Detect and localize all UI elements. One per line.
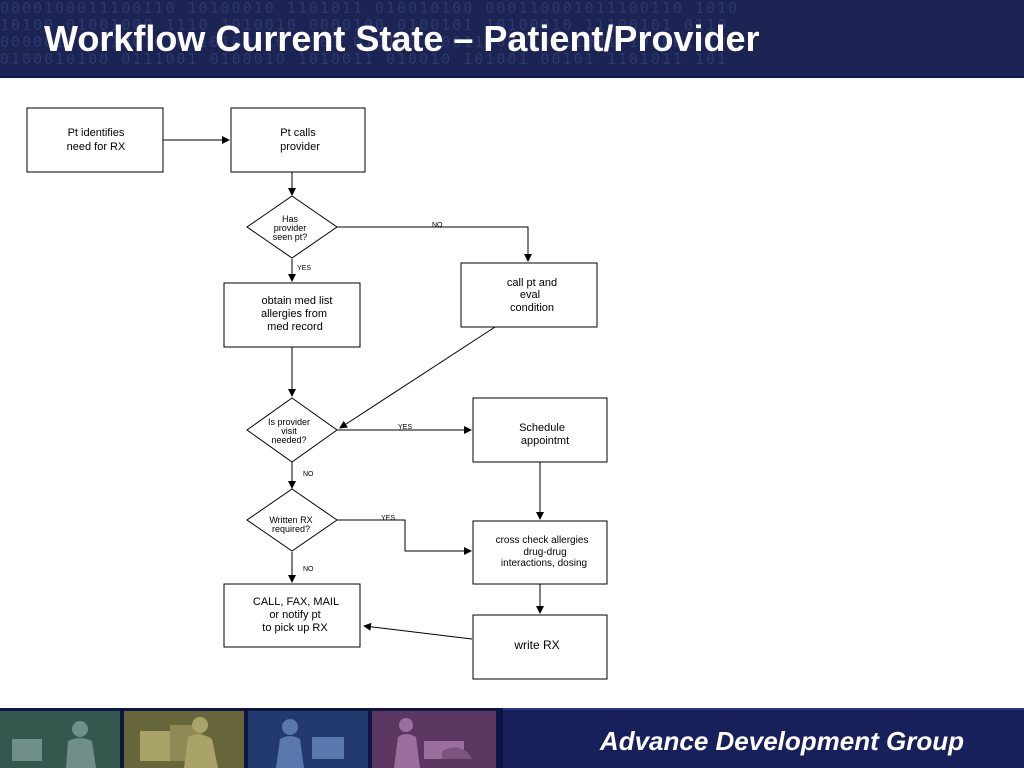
arrow-no-to-call-pt (337, 226, 532, 262)
edge-label-yes: YES (297, 265, 311, 272)
edge-label-no: NO (303, 471, 314, 478)
box-obtain-med-list (223, 282, 361, 348)
node-text: provider (280, 141, 320, 153)
office-worker-tile (372, 711, 496, 768)
node-text: Pt calls (280, 127, 316, 139)
box-call-pt-eval (460, 262, 598, 328)
edge-label-no: NO (432, 222, 443, 229)
slide-title: Workflow Current State – Patient/Provide… (44, 18, 760, 59)
node-text: appointmt (521, 435, 569, 447)
decision-visit-needed (246, 397, 338, 463)
node-text: Has (282, 214, 299, 224)
node-text: cross check allergies (496, 535, 589, 546)
decision-written-rx-required (246, 488, 338, 552)
node-text: Schedule (519, 422, 565, 434)
header-divider (0, 76, 1024, 78)
box-pt-calls (230, 107, 366, 173)
box-pt-identifies (26, 107, 164, 173)
node-text: CALL, FAX, MAIL (253, 596, 339, 608)
node-text: obtain med list (262, 295, 333, 307)
node-text: Pt identifies (68, 127, 125, 139)
node-text: need for RX (67, 141, 126, 153)
node-text: provider (274, 223, 307, 233)
arrow-write-to-call-fax (363, 622, 473, 640)
computer-user-tile (248, 711, 368, 768)
node-text: eval (520, 289, 540, 301)
edge-label-yes: YES (398, 424, 412, 431)
edge-label-yes: YES (381, 515, 395, 522)
footer-brand-text: Advance Development Group (599, 726, 964, 756)
node-text: seen pt? (273, 232, 308, 242)
node-text: write RX (513, 638, 559, 652)
box-schedule-appointment (472, 397, 608, 463)
node-text: call pt and (507, 277, 557, 289)
binary-row: 10100 01001000 1110 1010010 0000100 0100… (0, 16, 729, 34)
seated-person-tile (0, 711, 120, 768)
binary-row: 0100010100 0111001 0100010 1010011 01001… (0, 50, 729, 68)
node-text: needed? (271, 435, 306, 445)
flow-connectors (163, 136, 544, 640)
node-text: to pick up RX (262, 622, 328, 634)
slide-header: 0000100011100110 10100010 1101011 010010… (0, 0, 1024, 76)
workflow-flowchart: Pt identifies need for RX Pt calls provi… (26, 107, 608, 680)
arrow-yes-to-crosscheck (337, 519, 472, 555)
arrow-eval-to-visit (339, 326, 496, 429)
node-text: condition (510, 302, 554, 314)
box-call-fax-mail (223, 583, 361, 648)
box-write-rx (472, 614, 608, 680)
binary-row: 0000100011100110 10100010 1101011 010010… (0, 0, 740, 17)
footer-brand-panel: Advance Development Group (503, 708, 1024, 768)
node-text: Written RX (269, 515, 312, 525)
decision-has-provider-seen (246, 195, 338, 259)
node-text: interactions, dosing (501, 558, 587, 569)
node-text: required? (272, 524, 310, 534)
binary-row: 00000100 01001010 10100010 1101 010100 0… (0, 33, 740, 51)
node-text: drug-drug (523, 547, 566, 558)
binary-pattern-background: 0000100011100110 10100010 1101011 010010… (0, 0, 1024, 76)
node-text: or notify pt (269, 609, 320, 621)
node-text: med record (267, 321, 323, 333)
box-cross-check (472, 520, 608, 585)
desk-worker-tile (124, 711, 244, 768)
node-text: visit (281, 426, 297, 436)
node-text: Is provider (268, 417, 310, 427)
edge-label-no: NO (303, 566, 314, 573)
node-text: allergies from (261, 308, 327, 320)
